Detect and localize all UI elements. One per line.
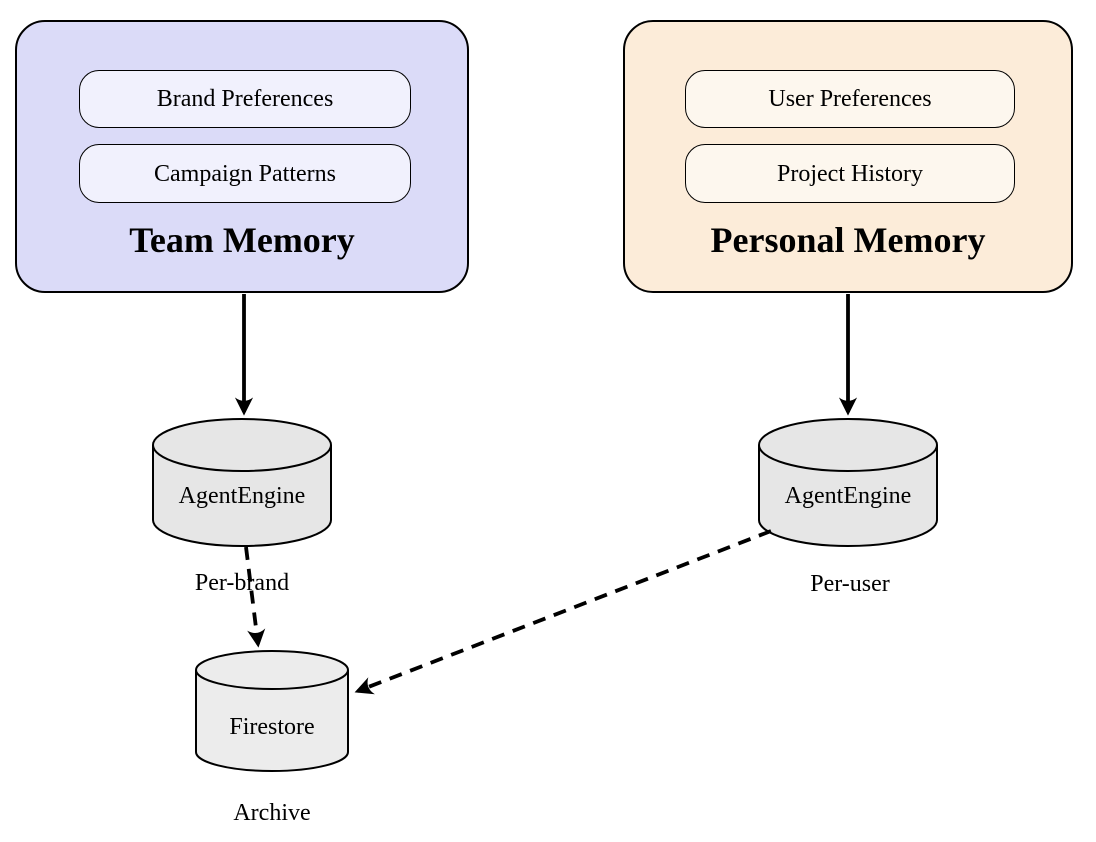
personal-engine-cylinder-body xyxy=(758,445,938,547)
archive-store-caption: Archive xyxy=(233,800,311,826)
archive-store-label: Firestore xyxy=(229,714,315,740)
archive-store-cylinder-top xyxy=(195,650,349,690)
edge-team-engine-to-archive xyxy=(244,546,266,648)
archive-store-cylinder-body xyxy=(195,670,349,772)
team-memory-box: Brand Preferences Campaign Patterns Team… xyxy=(15,20,469,293)
team-engine-cylinder-body xyxy=(152,445,332,547)
personal-engine-cylinder-top xyxy=(758,418,938,472)
pill-label: Brand Preferences xyxy=(156,86,334,112)
personal-memory-title: Personal Memory xyxy=(710,220,986,260)
personal-memory-item-user-preferences: User Preferences xyxy=(685,70,1015,128)
team-engine-label: AgentEngine xyxy=(178,483,306,509)
personal-engine-label: AgentEngine xyxy=(784,483,912,509)
personal-engine-caption: Per-user xyxy=(810,571,890,597)
pill-label: Project History xyxy=(777,160,923,187)
team-engine-cylinder-top xyxy=(152,418,332,472)
team-memory-item-campaign-patterns: Campaign Patterns xyxy=(79,144,411,203)
personal-memory-item-project-history: Project History xyxy=(685,144,1015,203)
team-memory-title: Team Memory xyxy=(129,220,355,260)
edge-personal-engine-to-archive xyxy=(354,529,772,695)
pill-label: Campaign Patterns xyxy=(154,160,336,187)
team-engine-caption: Per-brand xyxy=(194,570,290,596)
pill-label: User Preferences xyxy=(768,86,932,112)
team-memory-item-brand-preferences: Brand Preferences xyxy=(79,70,411,128)
personal-memory-box: User Preferences Project History Persona… xyxy=(623,20,1073,293)
